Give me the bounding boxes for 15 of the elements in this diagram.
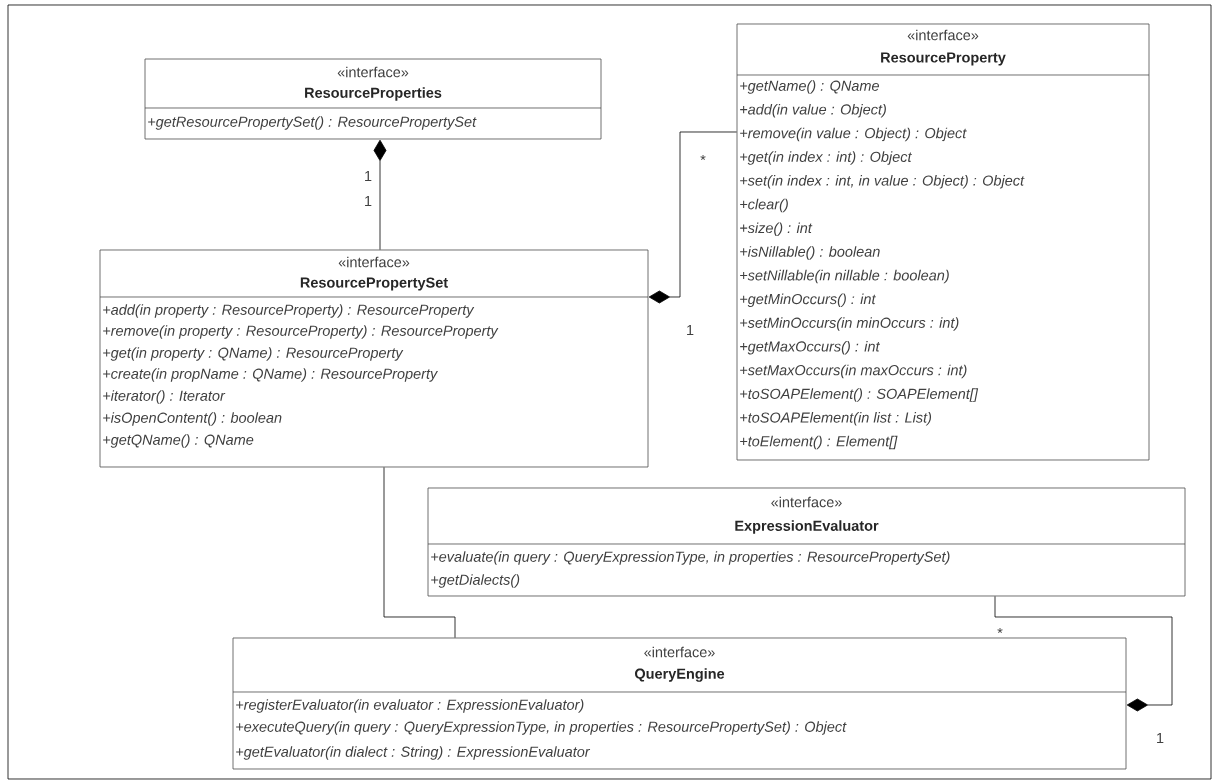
multiplicity-label: 1 [365,171,372,181]
composition-line [648,131,737,304]
multiplicity-label: * [997,628,1003,634]
class-box: «interface» ResourcePropertySet +add(in property : ResourceProperty) : ResourceProperty +remove(in property : ResourceProperty) : ResourceProperty +get(in property : QName) : ResourceProperty +create(in propName : QName) : ResourceProperty +iterator() : Iterator +isOpenContent() : boolean +getQName() : QName [99,249,649,468]
composition-line [994,596,1173,712]
class-box: «interface» ResourceProperties +getResourcePropertySet() : ResourcePropertySet [144,58,602,140]
multiplicity-label: * [700,155,706,161]
multiplicity-label: 1 [365,196,372,206]
class-box: «interface» ExpressionEvaluator +evaluate(in query : QueryExpressionType, in properties : ResourcePropertySet) +getDialects() [427,487,1186,597]
class-box: «interface» ResourceProperty +getName() : QName +add(in value : Object) +remove(in value : Object) : Object +get(in index : int) : Object +set(in index : int, in value : Object) : Object +clear() +size() : int +isNillable() : boolean +setNillable(in nillable : boolean) +getMinOccurs() : int +setMinOccurs(in minOccurs : int) +getMaxOccurs() : int +setMaxOccurs(in maxOccurs : int) +toSOAPElement() : SOAPElement[] +toSOAPElement(in list : List) +toElement() : Element[] [736,23,1150,461]
multiplicity-label: 1 [1157,733,1164,743]
class-box: «interface» QueryEngine +registerEvaluator(in evaluator : ExpressionEvaluator) +executeQuery(in query : QueryExpressionType, in properties : ResourcePropertySet) : Object +getEvaluator(in dialect : String) : ExpressionEvaluator [232,637,1127,770]
association-line [383,467,456,638]
composition-line [373,139,387,250]
multiplicity-label: 1 [687,325,694,335]
